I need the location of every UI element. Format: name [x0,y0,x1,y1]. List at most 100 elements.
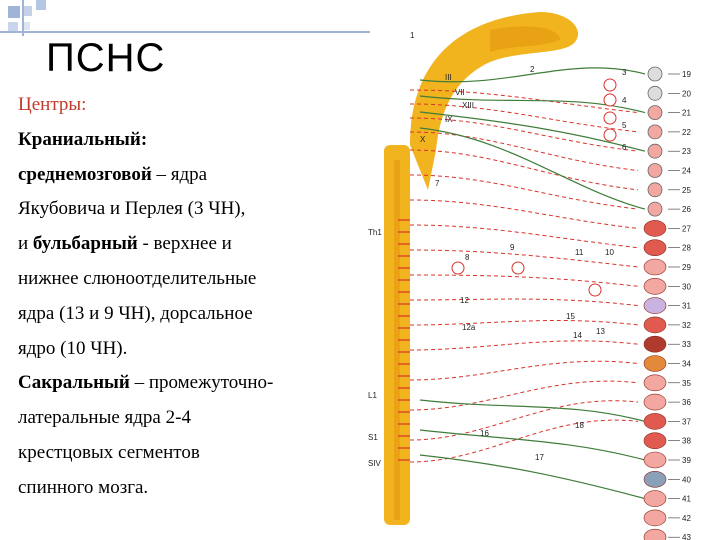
pathway-number-label: 12a [462,323,476,332]
organ-shape [647,105,663,120]
green-nerve-line [419,399,646,422]
slide-title: ПСНС [46,36,166,80]
cranial-nerve-label: IX [445,115,453,124]
red-nerve-line [409,274,639,287]
pathway-number-label: 5 [622,121,627,130]
text-fragment: Краниальный: [18,128,148,150]
organ-number-label: 36 [682,398,691,407]
ganglion [603,111,617,125]
organ-number-label: 42 [682,514,691,523]
red-nerve-line [409,131,639,171]
organ-number-label: 23 [682,147,691,156]
red-nerve-line [409,419,639,463]
organ-number-label: 25 [682,186,691,195]
decor-square [8,6,20,18]
cranial-nerve-label: III [445,73,452,82]
organ-shape [643,470,667,488]
green-nerve-line [419,127,646,210]
pathway-number-label: 16 [480,429,489,438]
organ-number-label: 41 [682,495,691,504]
red-nerve-line [409,89,639,114]
diagram-labels: 1920212223242526272829303132333435363738… [368,31,691,540]
decor-horizontal-line [0,31,370,33]
text-fragment: бульбарный [32,233,138,255]
green-nerve-line [419,111,646,152]
red-nerve-line [409,319,639,326]
spinal-segment-label: S1 [368,433,378,442]
slide-body-text: Центры: Краниальный: среднемозговой – ядра… [18,88,363,506]
organ-shape [643,316,667,334]
organ-shape [643,413,667,430]
red-nerve-line [409,103,639,133]
organ-shape [643,220,667,237]
green-nerve-line [419,454,646,500]
organ-number-label: 19 [682,70,691,79]
red-nerve-line [409,149,639,191]
pathway-number-label: 15 [566,312,575,321]
text-line: латеральные ядра 2-4 [18,401,363,436]
cranial-nerve-label: X [420,135,426,144]
text-fragment: Якубовича и Перлея (3 ЧН), [18,198,246,220]
pathway-number-label: 4 [622,96,627,105]
pathway-number-label: 11 [575,248,584,257]
text-line: ядра (13 и 9 ЧН), дорсальное [18,297,363,332]
organ-number-label: 39 [682,456,691,465]
text-line: Якубовича и Перлея (3 ЧН), [18,192,363,227]
text-line: Краниальный: [18,123,363,158]
spinal-segment-label: L1 [368,391,377,400]
decor-vertical-line [22,0,24,36]
nerve-pathways [398,67,646,500]
ganglion [588,283,602,297]
pathway-number-label: 14 [573,331,582,340]
text-fragment: Сакральный [18,372,130,394]
organ-shape [643,277,667,295]
decor-square [22,6,32,16]
pathway-number-label: 18 [575,421,584,430]
spinal-segment-label: SIV [368,459,382,468]
red-nerve-line [409,249,639,268]
ganglion [603,78,617,92]
red-nerve-line [409,298,639,307]
ganglion [451,261,465,275]
green-nerve-line [419,67,646,83]
organ-shape [643,509,667,527]
organ-number-label: 28 [682,244,691,253]
text-fragment: ядра (13 и 9 ЧН), дорсальное [18,302,253,324]
pathway-number-label: 13 [596,327,605,336]
green-nerve-line [419,95,646,114]
pathway-number-label: 17 [535,453,544,462]
organ-number-label: 31 [682,302,691,311]
text-line: и бульбарный - верхнее и [18,227,363,262]
organ-number-label: 30 [682,282,691,291]
text-line: Центры: [18,88,363,123]
organ-shape [643,374,667,392]
text-line: среднемозговой – ядра [18,158,363,193]
decor-square [36,0,46,10]
organ-shape [647,66,663,82]
organ-number-label: 21 [682,109,691,118]
red-nerve-line [409,400,639,441]
text-fragment: крестцовых сегментов [18,441,200,463]
organ-shape [643,393,667,411]
red-nerve-line [409,380,639,411]
decor-square [22,22,30,30]
target-organs [643,66,680,540]
pathway-number-label: 9 [510,243,515,252]
decor-square [8,22,18,32]
pathway-number-label: 10 [605,248,614,257]
organ-number-label: 37 [682,417,691,426]
organ-number-label: 26 [682,205,691,214]
red-nerve-line [409,199,639,229]
text-line: крестцовых сегментов [18,436,363,471]
spinal-segment-label: Th1 [368,228,382,237]
brain-and-spinal-cord [384,12,579,525]
text-fragment: – ядра [151,163,208,185]
text-fragment: среднемозговой [18,163,152,185]
organ-shape [647,182,663,198]
pathway-number-label: 12 [460,296,469,305]
pathway-number-label: 1 [410,31,415,40]
pathway-number-label: 2 [530,65,535,74]
organ-shape [647,143,663,159]
organ-number-label: 27 [682,224,691,233]
ganglion [511,261,525,275]
